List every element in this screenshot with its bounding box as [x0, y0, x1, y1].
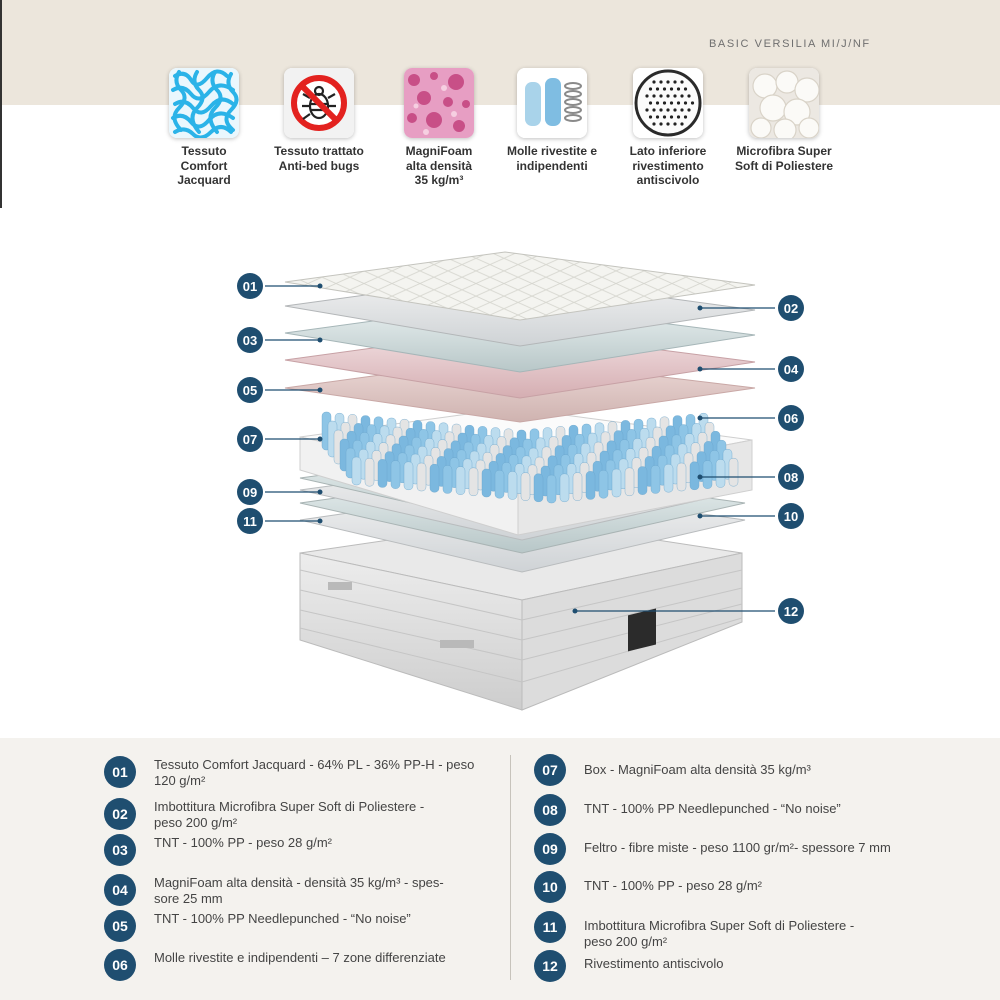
svg-text:02: 02	[784, 301, 798, 316]
feature-anti-bed-bugs: Tessuto trattato Anti-bed bugs	[264, 68, 374, 173]
feature-label: Microfibra Super Soft di Poliestere	[734, 144, 834, 173]
feature-magnifoam: MagniFoam alta densità 35 kg/m³	[384, 68, 494, 188]
feature-non-slip: Lato inferiore rivestimento antiscivolo	[613, 68, 723, 188]
feature-microfiber: Microfibra Super Soft di Poliestere	[729, 68, 839, 173]
legend-item-11: 11 Imbottitura Microfibra Super Soft di …	[534, 911, 954, 950]
legend-item-09: 09 Feltro - fibre miste - peso 1100 gr/m…	[534, 833, 954, 865]
legend-text: TNT - 100% PP Needlepunched - “No noise”	[154, 911, 411, 926]
legend-number: 04	[104, 874, 136, 906]
legend-item-08: 08 TNT - 100% PP Needlepunched - “No noi…	[534, 794, 954, 826]
legend-text: Box - MagniFoam alta densità 35 kg/m³	[584, 762, 811, 777]
legend-text: Imbottitura Microfibra Super Soft di Pol…	[154, 799, 425, 830]
model-code: BASIC VERSILIA MI/J/NF	[709, 38, 871, 50]
callout-10: 10	[778, 503, 804, 529]
svg-text:03: 03	[243, 333, 257, 348]
legend-text: Feltro - fibre miste - peso 1100 gr/m²- …	[584, 840, 891, 855]
legend-item-02: 02 Imbottitura Microfibra Super Soft di …	[104, 798, 504, 831]
legend-item-07: 07 Box - MagniFoam alta densità 35 kg/m³	[534, 754, 954, 786]
anti-bed-bugs-icon	[284, 68, 354, 138]
feature-label: MagniFoam alta densità 35 kg/m³	[405, 144, 473, 187]
legend-divider	[510, 755, 511, 980]
callout-03: 03	[237, 327, 263, 353]
legend-item-10: 10 TNT - 100% PP - peso 28 g/m²	[534, 871, 954, 903]
legend-number: 02	[104, 798, 136, 830]
legend-text: TNT - 100% PP Needlepunched - “No noise”	[584, 801, 841, 816]
svg-text:04: 04	[784, 362, 799, 377]
non-slip-dots-icon	[633, 68, 703, 138]
callout-02: 02	[778, 295, 804, 321]
left-rule	[0, 0, 2, 208]
legend-text: Molle rivestite e indipendenti – 7 zone …	[154, 950, 446, 965]
legend-number: 05	[104, 910, 136, 942]
feature-label: Lato inferiore rivestimento antiscivolo	[629, 144, 707, 187]
legend-item-01: 01 Tessuto Comfort Jacquard - 64% PL - 3…	[104, 756, 504, 789]
callout-11: 11	[237, 508, 263, 534]
legend-item-03: 03 TNT - 100% PP - peso 28 g/m²	[104, 834, 504, 866]
legend-text: TNT - 100% PP - peso 28 g/m²	[154, 835, 332, 850]
feature-pocket-springs: Molle rivestite e indipendenti	[497, 68, 607, 173]
legend-item-12: 12 Rivestimento antiscivolo	[534, 950, 954, 982]
callout-05: 05	[237, 377, 263, 403]
legend-text: Imbottitura Microfibra Super Soft di Pol…	[584, 918, 855, 949]
legend-number: 06	[104, 949, 136, 981]
svg-text:10: 10	[784, 509, 798, 524]
callout-12: 12	[778, 598, 804, 624]
legend-item-06: 06 Molle rivestite e indipendenti – 7 zo…	[104, 949, 504, 981]
legend-text: TNT - 100% PP - peso 28 g/m²	[584, 878, 762, 893]
svg-text:08: 08	[784, 470, 798, 485]
feature-label: Molle rivestite e indipendenti	[506, 144, 598, 173]
callout-09: 09	[237, 479, 263, 505]
microfiber-icon	[749, 68, 819, 138]
feature-jacquard: Tessuto Comfort Jacquard	[149, 68, 259, 188]
callout-07: 07	[237, 426, 263, 452]
legend-text: MagniFoam alta densità - densità 35 kg/m…	[154, 875, 444, 906]
svg-text:05: 05	[243, 383, 257, 398]
legend-number: 03	[104, 834, 136, 866]
pocket-springs-layer	[321, 411, 739, 504]
svg-text:06: 06	[784, 411, 798, 426]
jacquard-fabric-icon	[169, 68, 239, 138]
legend-number: 12	[534, 950, 566, 982]
magnifoam-icon	[404, 68, 474, 138]
pocket-springs-icon	[517, 68, 587, 138]
mattress-exploded-view: 01 02 03 04 05 06 07 08 09 10 11 12	[0, 220, 1000, 735]
legend-number: 01	[104, 756, 136, 788]
legend-panel	[0, 738, 1000, 1000]
legend-text: Rivestimento antiscivolo	[584, 956, 724, 971]
legend-number: 07	[534, 754, 566, 786]
svg-text:07: 07	[243, 432, 257, 447]
callout-04: 04	[778, 356, 804, 382]
brand-label	[628, 608, 656, 652]
svg-text:12: 12	[784, 604, 798, 619]
legend-text: Tessuto Comfort Jacquard - 64% PL - 36% …	[154, 757, 475, 788]
svg-text:11: 11	[243, 514, 257, 529]
svg-text:01: 01	[243, 279, 257, 294]
svg-text:09: 09	[243, 485, 257, 500]
feature-label: Tessuto trattato Anti-bed bugs	[274, 144, 364, 173]
feature-label: Tessuto Comfort Jacquard	[177, 144, 231, 187]
legend-number: 09	[534, 833, 566, 865]
callout-08: 08	[778, 464, 804, 490]
callout-01: 01	[237, 273, 263, 299]
legend-number: 10	[534, 871, 566, 903]
legend-item-04: 04 MagniFoam alta densità - densità 35 k…	[104, 874, 504, 907]
legend-number: 08	[534, 794, 566, 826]
legend-number: 11	[534, 911, 566, 943]
legend-item-05: 05 TNT - 100% PP Needlepunched - “No noi…	[104, 910, 504, 942]
header-band	[0, 0, 1000, 105]
callout-06: 06	[778, 405, 804, 431]
